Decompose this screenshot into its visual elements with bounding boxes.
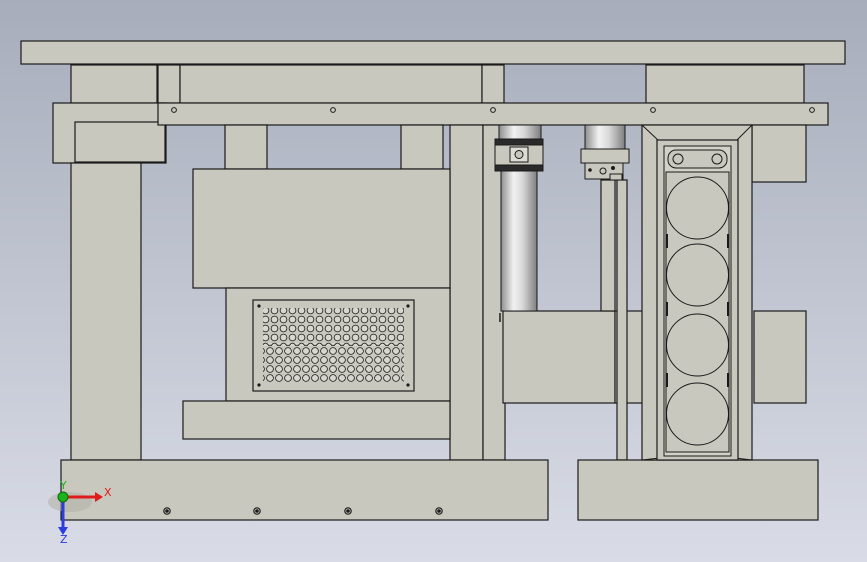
cylinder-left [494,124,544,312]
guide-rod-left [600,179,616,312]
axis-triad[interactable]: X Y Z [48,479,112,546]
axis-y-dot [57,491,69,503]
top-plate [20,40,846,65]
upper-center-spacer [481,64,505,104]
vent-grille [252,299,415,392]
base-plate-left [60,459,549,521]
axis-x-arrow [95,492,103,502]
upper-left-block [70,64,158,104]
upper-left-spacer [157,64,181,104]
base-step-plate [182,400,451,440]
upper-right-block [645,64,805,104]
center-vertical-plate [449,124,484,461]
right-upper-bracket [751,124,807,183]
main-housing [192,168,451,289]
cylinder-right [580,124,630,181]
magazine-frame [641,124,753,461]
axis-x-label: X [104,486,112,499]
triad-shadow [48,492,92,512]
left-column [70,162,142,461]
right-lower-block [753,310,807,404]
left-bracket-inner [74,121,166,163]
axis-z-arrow [58,527,68,535]
long-rail [157,102,829,126]
base-screws [163,507,443,515]
rail-screws [171,107,815,113]
upper-center-block [179,64,483,104]
rail-post-right [400,124,444,170]
motor-block [502,310,616,404]
axis-z-label: Z [60,533,68,546]
axis-y-label: Y [59,479,67,492]
rail-post-left [224,124,268,170]
guide-rod-right [616,179,628,461]
base-plate-right [577,459,819,521]
